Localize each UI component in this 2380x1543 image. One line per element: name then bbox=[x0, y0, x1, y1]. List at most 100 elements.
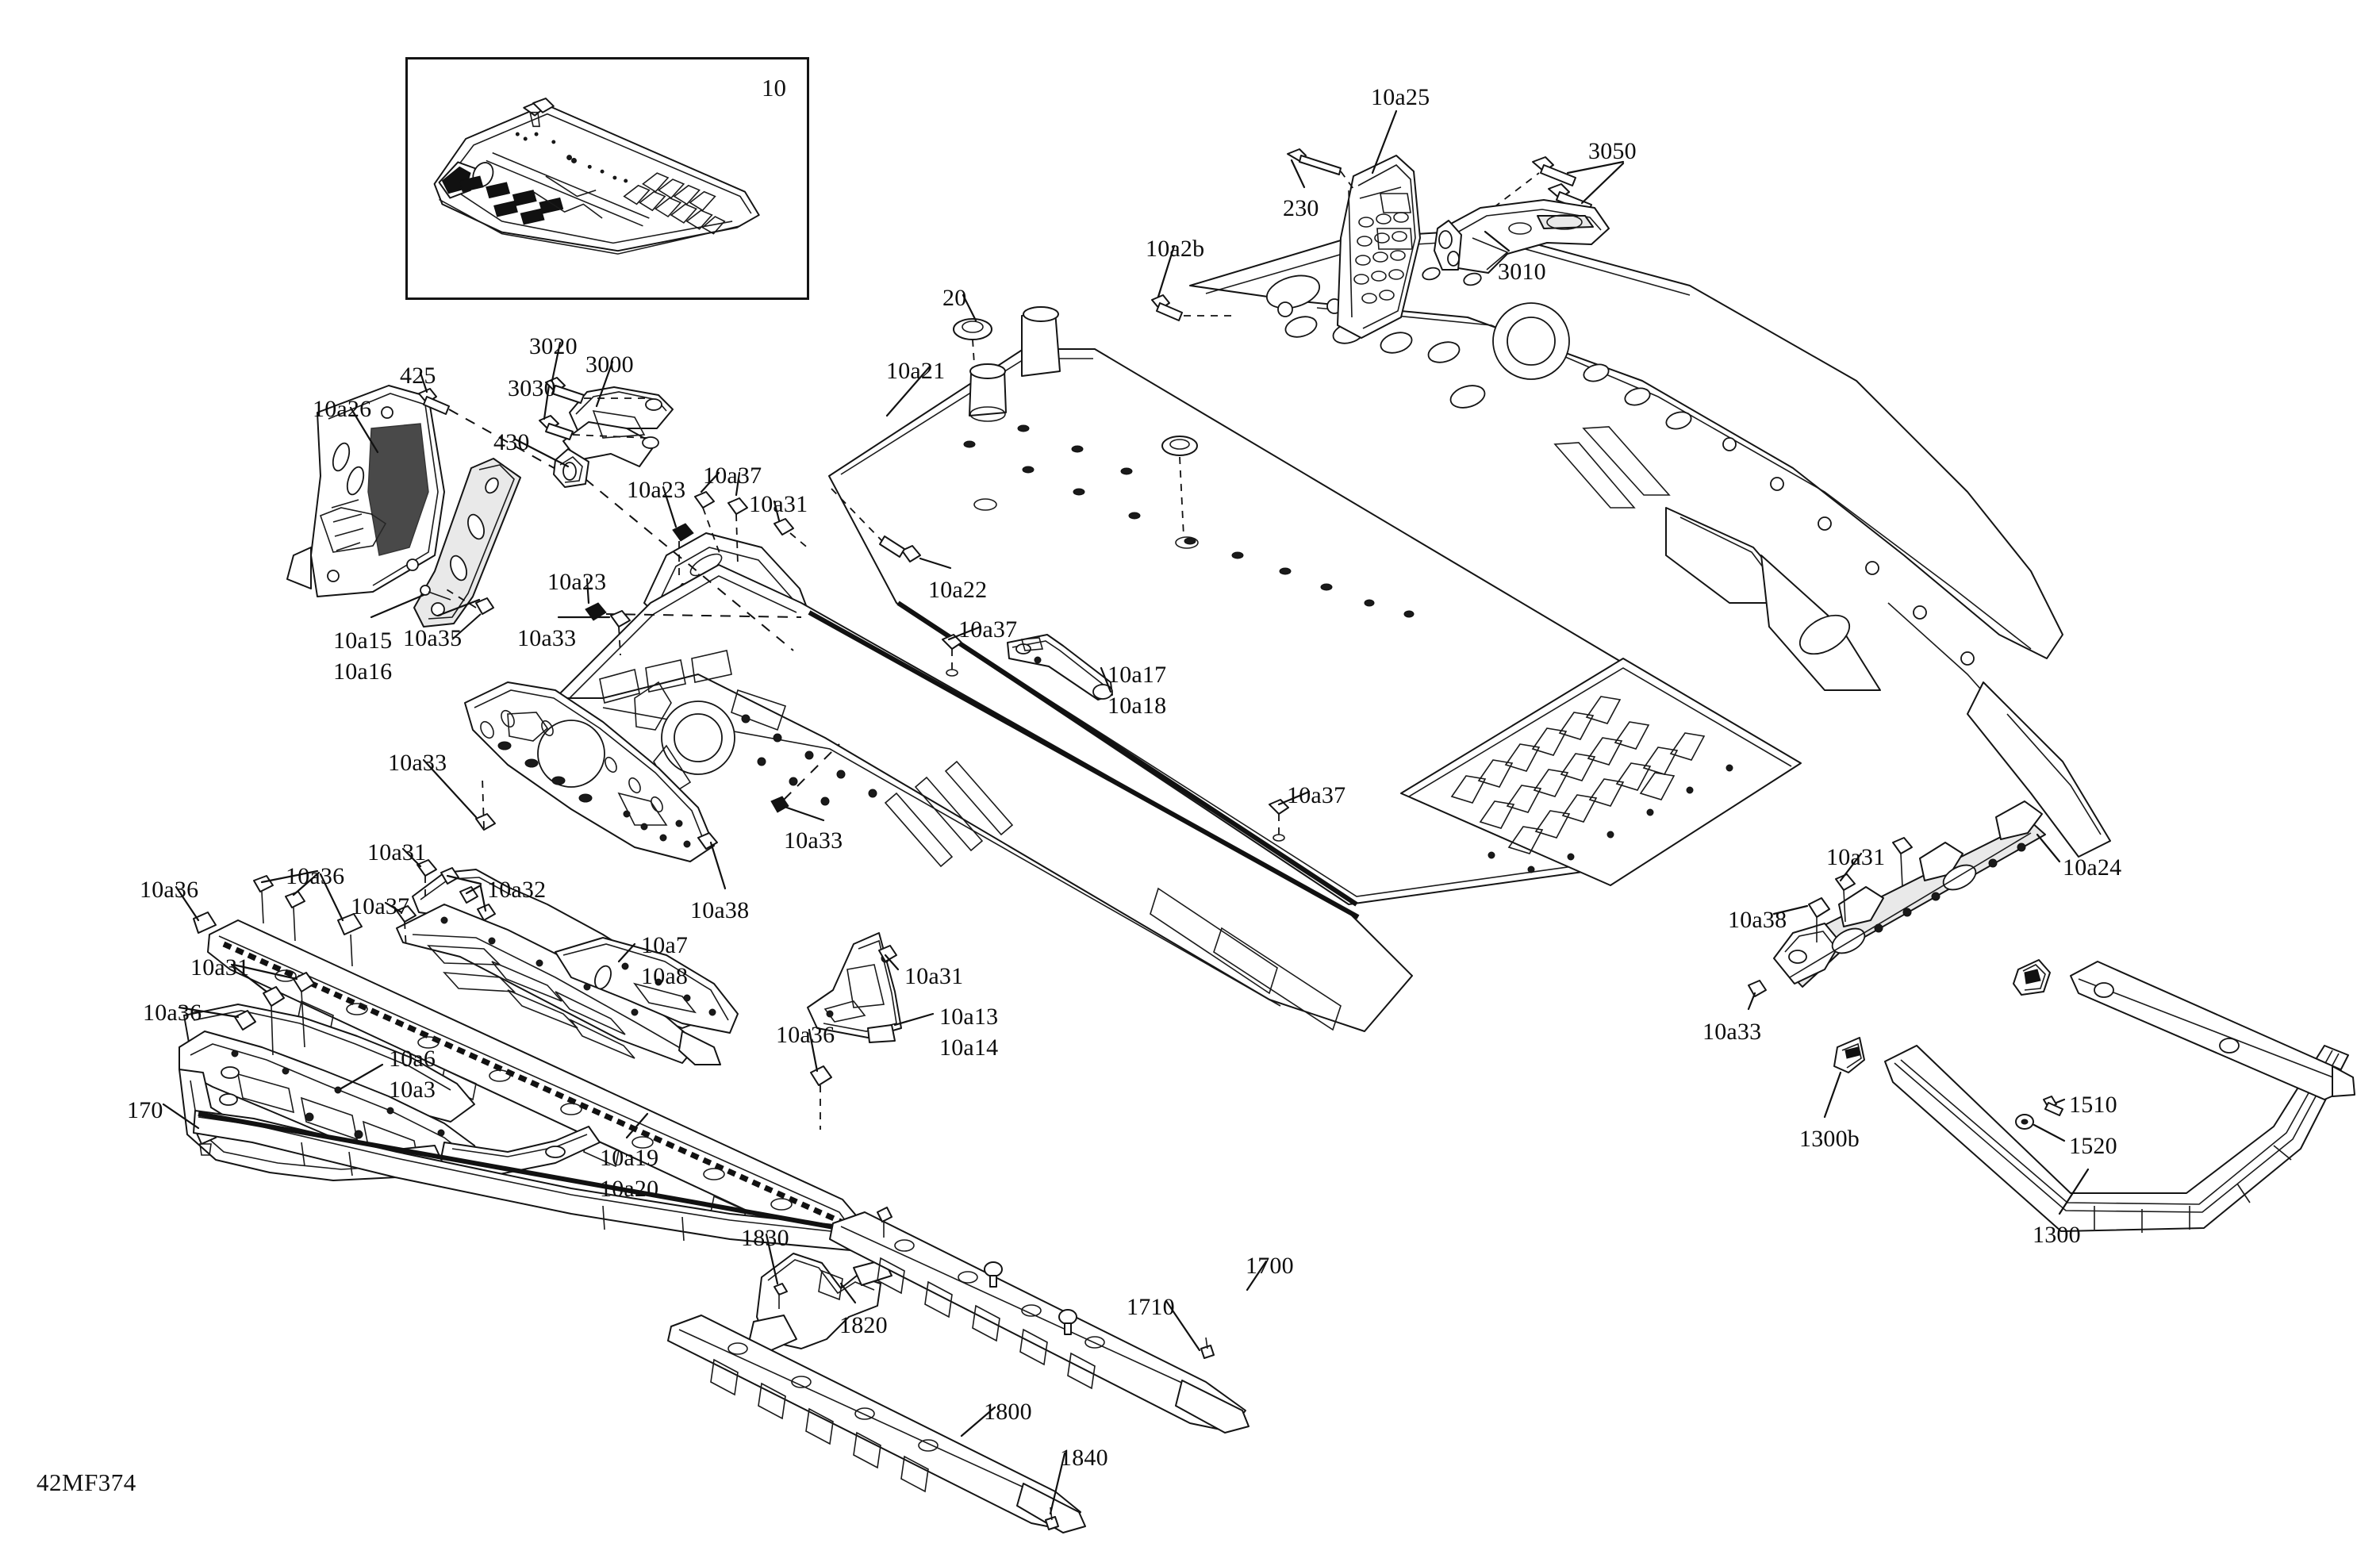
part-10a31-a-nut bbox=[774, 519, 809, 549]
callout-10a16: 10a16 bbox=[333, 658, 393, 685]
part-10a22-screw bbox=[831, 489, 920, 562]
part-10a38-b-nut bbox=[1809, 898, 1829, 942]
callout-10a36-b: 10a36 bbox=[286, 863, 345, 889]
callout-10a37-a: 10a37 bbox=[703, 463, 762, 489]
part-10a36-c-nut bbox=[235, 1011, 255, 1030]
part-10a2b-bolt bbox=[1152, 295, 1238, 320]
callout-10a35: 10a35 bbox=[403, 625, 463, 651]
part-10a33-d-nut bbox=[1749, 981, 1766, 996]
callout-10a21: 10a21 bbox=[886, 358, 946, 384]
callout-10a17: 10a17 bbox=[1107, 662, 1167, 688]
callout-10a3: 10a3 bbox=[389, 1077, 436, 1103]
part-10a21-tunnel-top bbox=[829, 307, 1789, 904]
part-10a38-a-nut bbox=[698, 833, 717, 849]
callout-3030: 3030 bbox=[508, 375, 556, 401]
callout-10a31-d: 10a31 bbox=[904, 963, 964, 989]
part-right-side-rail bbox=[1190, 230, 2110, 857]
callout-10a23-b: 10a23 bbox=[547, 569, 607, 595]
callout-230: 230 bbox=[1283, 195, 1319, 221]
part-10a37-a-nuts bbox=[695, 492, 747, 565]
callout-10a32: 10a32 bbox=[487, 877, 547, 903]
part-bulkhead-plate bbox=[465, 682, 714, 862]
callout-10a37-b: 10a37 bbox=[958, 616, 1018, 643]
callout-3000: 3000 bbox=[585, 351, 634, 378]
callout-1800: 1800 bbox=[984, 1399, 1032, 1425]
callout-10a38-b: 10a38 bbox=[1728, 907, 1787, 933]
inset-artwork bbox=[433, 98, 760, 255]
callout-10a36-a: 10a36 bbox=[140, 877, 199, 903]
callout-10a33-c: 10a33 bbox=[784, 827, 843, 854]
callout-10a26: 10a26 bbox=[313, 396, 372, 422]
part-10a15-arm bbox=[414, 459, 520, 627]
part-1700-running-board bbox=[830, 1212, 1249, 1433]
callout-10a36-c: 10a36 bbox=[143, 1000, 202, 1026]
callout-10a38-a: 10a38 bbox=[690, 897, 750, 923]
callout-10a31-e: 10a31 bbox=[1826, 844, 1886, 870]
callout-1820: 1820 bbox=[839, 1312, 888, 1338]
part-3050-bolts bbox=[1472, 157, 1591, 240]
part-20-grommet bbox=[954, 319, 992, 413]
inset-number-label: 10 bbox=[762, 74, 786, 102]
callout-10a36-d: 10a36 bbox=[776, 1022, 835, 1048]
part-3030-bolt bbox=[539, 416, 647, 439]
callout-3010: 3010 bbox=[1498, 259, 1546, 285]
callout-10a33-a: 10a33 bbox=[517, 625, 577, 651]
part-10a24-support bbox=[1774, 801, 2045, 987]
callout-10a33-b: 10a33 bbox=[388, 750, 447, 776]
part-1710-screw bbox=[1201, 1338, 1214, 1358]
callout-10a19: 10a19 bbox=[600, 1145, 659, 1171]
callout-10a8: 10a8 bbox=[641, 963, 689, 989]
part-board-clips bbox=[877, 1207, 1077, 1334]
callout-1830: 1830 bbox=[741, 1225, 789, 1251]
callout-20: 20 bbox=[942, 285, 967, 311]
callout-10a7: 10a7 bbox=[641, 932, 689, 958]
callout-3020: 3020 bbox=[529, 333, 578, 359]
part-1300-upper-bar bbox=[2071, 961, 2355, 1100]
callout-1510: 1510 bbox=[2069, 1092, 2117, 1118]
callout-10a2b: 10a2b bbox=[1146, 236, 1205, 262]
callout-10a13: 10a13 bbox=[939, 1004, 999, 1030]
callout-10a37-c: 10a37 bbox=[1287, 782, 1346, 808]
callout-10a6: 10a6 bbox=[389, 1046, 436, 1072]
part-small-bracket bbox=[2013, 960, 2050, 995]
part-1840-screw bbox=[1046, 1507, 1058, 1530]
callout-10a31-b: 10a31 bbox=[367, 839, 427, 866]
inset-overview-box: 10 bbox=[405, 57, 809, 300]
part-230-bolt bbox=[1288, 149, 1353, 189]
page-code: 42MF374 bbox=[36, 1468, 136, 1496]
callout-10a24: 10a24 bbox=[2063, 854, 2122, 881]
part-running-board-rail bbox=[208, 920, 869, 1252]
part-10a33-a-nut bbox=[611, 611, 630, 655]
part-10a33-b-nut bbox=[476, 777, 495, 830]
callout-10a22: 10a22 bbox=[928, 577, 988, 603]
callout-1840: 1840 bbox=[1060, 1445, 1108, 1471]
callout-1520: 1520 bbox=[2069, 1133, 2117, 1159]
part-3020-bolt bbox=[546, 378, 651, 403]
part-10a31-d-nut bbox=[879, 946, 896, 961]
part-10a31-c-nuts bbox=[263, 973, 314, 1055]
callout-10a14: 10a14 bbox=[939, 1034, 999, 1061]
callout-430: 430 bbox=[493, 429, 530, 455]
callout-10a31-c: 10a31 bbox=[190, 954, 250, 981]
callout-3050: 3050 bbox=[1588, 138, 1637, 164]
part-10a17-link bbox=[1008, 635, 1112, 700]
part-3000-a-arm bbox=[554, 387, 673, 487]
callout-10a23-a: 10a23 bbox=[627, 477, 686, 503]
part-10a23-a-nut bbox=[673, 524, 693, 578]
callout-1700: 1700 bbox=[1246, 1253, 1294, 1279]
callout-10a20: 10a20 bbox=[600, 1176, 659, 1202]
callout-10a37-d: 10a37 bbox=[351, 893, 410, 919]
callout-1710: 1710 bbox=[1127, 1294, 1175, 1320]
callout-10a25: 10a25 bbox=[1371, 84, 1430, 110]
part-nose-cowl bbox=[644, 533, 817, 649]
callout-170: 170 bbox=[127, 1097, 163, 1123]
callout-10a15: 10a15 bbox=[333, 628, 393, 654]
part-10a37-c-nut bbox=[1269, 800, 1288, 841]
part-1300b-clip bbox=[1834, 1038, 1864, 1073]
part-heat-exchanger-plate bbox=[1401, 658, 1801, 885]
callout-10a18: 10a18 bbox=[1107, 693, 1167, 719]
part-1510-1520-fastener bbox=[2016, 1096, 2063, 1129]
